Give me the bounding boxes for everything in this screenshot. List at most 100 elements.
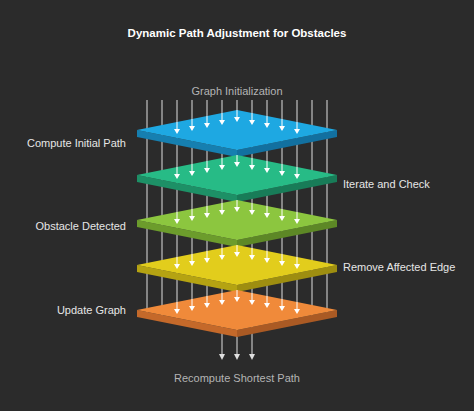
step-label: Compute Initial Path: [27, 136, 126, 150]
arrow-head: [234, 117, 240, 122]
flow-line: [177, 212, 178, 220]
arrow-head: [234, 354, 240, 360]
flow-line: [267, 251, 268, 259]
arrow-head: [174, 129, 180, 134]
arrow-head: [189, 216, 195, 221]
layer: Iterate and Check: [137, 155, 337, 202]
flow-line: [267, 161, 268, 169]
flow-line: [222, 248, 223, 256]
layer-top: [137, 245, 337, 285]
layer-top: [137, 110, 337, 150]
arrow-head: [219, 210, 225, 215]
layer: Obstacle Detected: [137, 200, 337, 247]
flow-line: [282, 254, 283, 262]
arrow-head: [249, 210, 255, 215]
layer: Compute Initial Path: [137, 110, 337, 157]
layer-shape: [137, 290, 337, 337]
flow-line: [297, 122, 298, 130]
arrow-head: [249, 255, 255, 260]
flow-line: [207, 206, 208, 214]
arrow-head: [294, 264, 300, 269]
arrow-head: [279, 171, 285, 176]
arrow-head: [189, 126, 195, 131]
arrow-head: [294, 309, 300, 314]
arrow-head: [279, 216, 285, 221]
arrow-head: [264, 213, 270, 218]
arrow-head: [234, 162, 240, 167]
flow-line: [207, 116, 208, 124]
arrow-head: [264, 123, 270, 128]
arrow-head: [264, 168, 270, 173]
flow-line: [297, 302, 298, 310]
arrow-head: [189, 261, 195, 266]
flow-line: [177, 167, 178, 175]
layer-top: [137, 200, 337, 240]
flow-line: [252, 203, 253, 211]
flow-line: [192, 254, 193, 262]
layer: Update Graph: [137, 290, 337, 337]
step-label: Update Graph: [57, 303, 126, 317]
arrow-head: [234, 207, 240, 212]
arrow-head: [189, 306, 195, 311]
flow-line: [267, 206, 268, 214]
flow-line: [297, 167, 298, 175]
arrow-head: [204, 303, 210, 308]
arrow-head: [189, 171, 195, 176]
arrow-head: [294, 174, 300, 179]
arrow-head: [279, 126, 285, 131]
arrow-head: [204, 258, 210, 263]
diagram-title: Dynamic Path Adjustment for Obstacles: [0, 26, 474, 40]
flow-line: [207, 161, 208, 169]
flow-line: [237, 110, 238, 118]
step-label: Remove Affected Edge: [343, 260, 455, 274]
flow-line: [252, 293, 253, 301]
arrow-head: [249, 120, 255, 125]
arrow-head: [234, 297, 240, 302]
arrow-head: [204, 213, 210, 218]
flow-line: [282, 119, 283, 127]
step-label: Iterate and Check: [343, 177, 430, 191]
flow-line: [282, 299, 283, 307]
arrow-head: [174, 264, 180, 269]
flow-line: [177, 122, 178, 130]
flow-line: [207, 296, 208, 304]
stage-label: Graph Initialization: [0, 84, 474, 98]
arrow-head: [249, 354, 255, 360]
flow-line: [222, 293, 223, 301]
layer-shape: [137, 245, 337, 292]
flow-line: [177, 302, 178, 310]
flow-line: [297, 212, 298, 220]
arrow-head: [249, 300, 255, 305]
layer: Remove Affected Edge: [137, 245, 337, 292]
arrow-head: [264, 303, 270, 308]
arrow-head: [204, 123, 210, 128]
flow-line: [252, 113, 253, 121]
flow-line: [237, 290, 238, 298]
arrow-head: [264, 258, 270, 263]
arrow-head: [219, 255, 225, 260]
arrow-head: [219, 300, 225, 305]
layer-shape: [137, 200, 337, 247]
flow-line: [282, 164, 283, 172]
flow-line: [252, 158, 253, 166]
arrow-head: [249, 165, 255, 170]
arrow-head: [174, 219, 180, 224]
arrow-head: [294, 219, 300, 224]
layer-top: [137, 290, 337, 330]
flow-line: [222, 158, 223, 166]
flow-line: [192, 119, 193, 127]
arrow-head: [174, 174, 180, 179]
arrow-head: [219, 120, 225, 125]
layer-shape: [137, 155, 337, 202]
flow-line: [192, 209, 193, 217]
flow-line: [237, 245, 238, 253]
arrow-head: [294, 129, 300, 134]
arrow-head: [219, 165, 225, 170]
flow-line: [222, 203, 223, 211]
flow-line: [222, 113, 223, 121]
flow-line: [252, 248, 253, 256]
layer-shape: [137, 110, 337, 157]
flow-line: [267, 116, 268, 124]
flow-line: [192, 164, 193, 172]
